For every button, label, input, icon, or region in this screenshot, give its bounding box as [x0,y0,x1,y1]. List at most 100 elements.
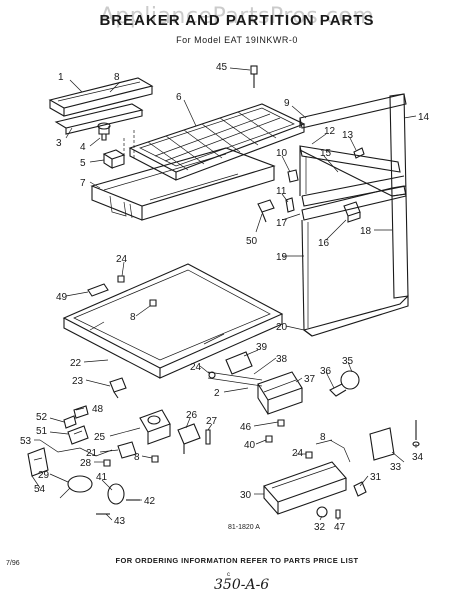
part-8-screw-lower [151,455,159,463]
part-8-screw [149,299,157,307]
part-25-thermostat [139,409,171,445]
callout-label: 26 [186,410,198,421]
callout-label: 52 [36,412,48,423]
part-35-bulb [329,370,360,397]
callout-label: 30 [240,490,252,501]
callout-label: 23 [72,376,84,387]
callout-label: 15 [320,148,332,159]
part-38-wires [207,371,263,387]
watermark: AppliancePartsPros.com [99,4,375,29]
callout-label: 31 [370,472,382,483]
part-1-breaker-strip [48,77,154,117]
callout-label: 29 [38,470,50,481]
callout-label: 10 [276,148,288,159]
callout-label: 51 [36,426,48,437]
callout-label: 5 [80,158,86,169]
callout-label: 39 [256,342,268,353]
callout-label: 53 [20,436,32,447]
part-11-clip [285,197,295,213]
callout-label: 45 [216,62,228,73]
part-46-screw [277,419,285,427]
callout-label: 32 [314,522,326,533]
callout-label: 8 [114,72,120,83]
part-15-upper-frame [299,145,407,207]
part-39-cover [225,351,253,375]
callout-label: 8 [130,312,136,323]
callout-label: 19 [276,252,288,263]
callout-label: 48 [92,404,104,415]
page-title: BREAKER AND PARTITION PARTS [99,12,375,29]
callout-label: 54 [34,484,46,495]
part-10-clip [287,169,299,183]
part-23-clip [109,377,127,399]
date-code: 7/96 [6,560,20,567]
callout-label: 1 [58,72,64,83]
part-20-bottom-rail [302,294,409,337]
part-24-screw [117,275,125,283]
part-21-box [117,441,137,459]
callout-label: 47 [334,522,346,533]
callout-label: 20 [276,322,288,333]
part-6-grille [128,103,306,181]
part-48-cap [73,405,89,419]
part-40-screw [265,435,273,443]
callout-label: 25 [94,432,106,443]
callout-label: 21 [86,448,98,459]
model-line: For Model EAT 19INKWR-0 [176,35,298,45]
callout-label: 13 [342,130,354,141]
callout-label: 33 [390,462,402,473]
callout-label: 40 [244,440,256,451]
part-54-bracket [27,447,49,477]
callout-label: 24 [190,362,202,373]
part-53-wire [39,439,113,457]
callout-label: 4 [80,142,86,153]
part-22-partition-pan [62,263,284,379]
callout-label: 34 [412,452,424,463]
callout-label: 28 [80,458,92,469]
part-29-cord [59,475,93,499]
part-13-clip [353,147,365,159]
callout-label: 46 [240,422,252,433]
part-49-tab [87,283,109,297]
callout-label: 49 [56,292,68,303]
callout-label: 50 [246,236,258,247]
callout-label: 14 [418,112,430,123]
part-3-lower-strip [54,103,144,135]
part-51-switch [67,425,89,445]
callout-label: 3 [56,138,62,149]
part-7-breaker-frame [90,147,276,221]
part-37-housing [257,371,303,415]
callout-label: 36 [320,366,332,377]
part-19-lower-frame [301,185,409,331]
part-16-bracket [343,201,361,223]
callout-label: 2 [214,388,220,399]
callout-label: 9 [284,98,290,109]
ordering-note: FOR ORDERING INFORMATION REFER TO PARTS … [115,556,359,565]
callout-label: 8 [134,452,140,463]
part-33-plate [369,427,395,461]
callout-label: 35 [342,356,354,367]
part-24-screw-lower [305,451,313,459]
callout-label: 37 [304,374,316,385]
callout-label: 7 [80,178,86,189]
part-14-right-frame [299,93,407,197]
callout-label: 17 [276,218,288,229]
part-50-latch [257,199,275,223]
part-41-knob [107,483,125,505]
part-27-screw [205,429,211,445]
part-5-block [102,149,126,169]
callout-label: 38 [276,354,288,365]
callout-label: 18 [360,226,372,237]
part-31-socket [353,481,367,497]
callout-label: 43 [114,516,126,527]
callout-label: 41 [96,472,108,483]
callout-label: 22 [70,358,82,369]
part-47-screw [335,509,341,519]
part-30-light-housing [263,461,347,515]
figure-number: 81-1820 A [228,524,260,531]
handwritten-code: 350-A-6 [214,577,270,593]
callout-label: 12 [324,126,336,137]
callout-label: 8 [320,432,326,443]
part-4-knob [97,122,111,141]
